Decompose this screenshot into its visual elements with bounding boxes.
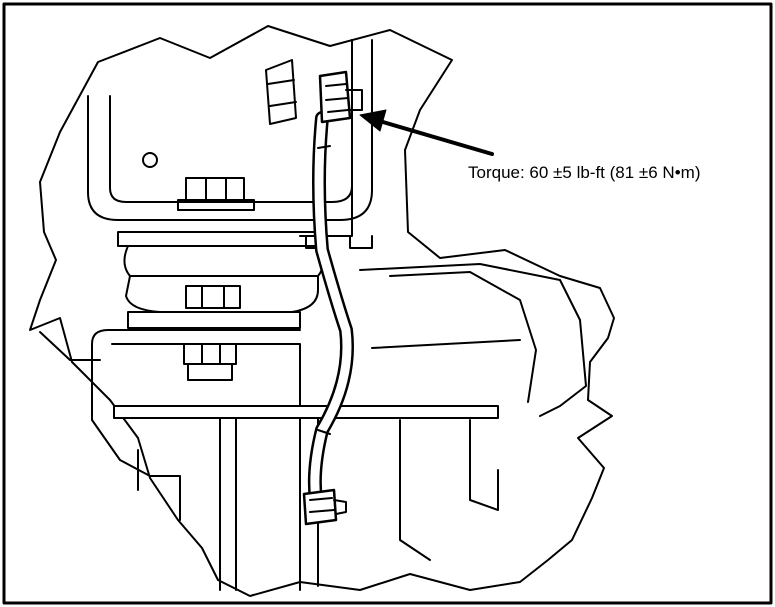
callout-arrow xyxy=(359,109,494,156)
ground-cable xyxy=(307,111,354,507)
horizontal-rail xyxy=(113,405,499,419)
bottom-terminal-bolt xyxy=(302,488,347,526)
vehicle-frame xyxy=(39,263,587,591)
bracket-hole xyxy=(142,152,158,168)
torque-callout-label: Torque: 60 ±5 lb-ft (81 ±6 N•m) xyxy=(468,163,701,182)
lower-plate xyxy=(91,311,301,591)
cutaway-outline xyxy=(29,25,615,597)
upper-bracket xyxy=(87,39,373,249)
top-terminal-nut xyxy=(318,70,363,124)
rubber-isolator xyxy=(117,231,327,313)
